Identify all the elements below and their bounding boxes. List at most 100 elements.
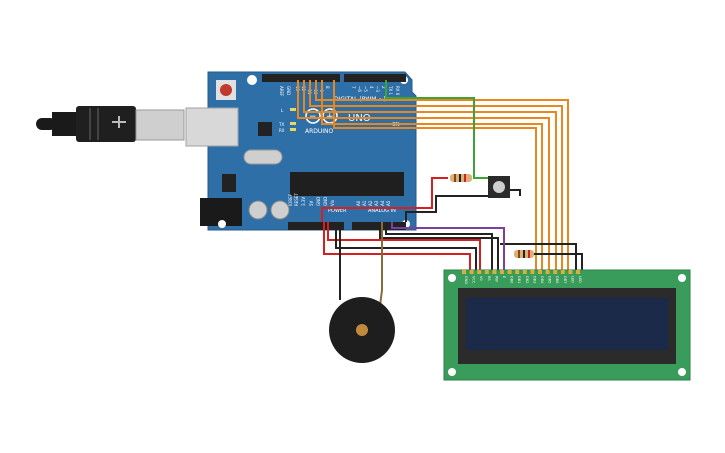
bottom-pin-label: Vin bbox=[330, 199, 335, 206]
lcd-pin bbox=[515, 270, 520, 274]
lcd-pin bbox=[553, 270, 558, 274]
lcd-pin bbox=[462, 270, 466, 274]
regulator bbox=[222, 174, 236, 192]
bottom-pin-label: IOREF bbox=[288, 193, 293, 206]
bottom-pin-label: RESET bbox=[294, 193, 299, 206]
bottom-pin-label: 3.3V bbox=[301, 197, 306, 206]
wire-black-led bbox=[520, 253, 583, 272]
power-header-label: POWER bbox=[328, 208, 347, 214]
usb-cable bbox=[36, 106, 185, 142]
wires bbox=[297, 80, 583, 323]
wire-orange-6 bbox=[333, 80, 537, 272]
lcd-pin-label: VCC bbox=[472, 276, 476, 284]
lcd-pin-label: E bbox=[502, 276, 506, 278]
lcd-screen bbox=[466, 298, 668, 350]
wire-red-lcd bbox=[323, 222, 471, 272]
lcd-pin bbox=[545, 270, 550, 274]
top-pin-label: 2 bbox=[381, 86, 386, 89]
wire-black-3 bbox=[379, 222, 499, 272]
wire-orange-1 bbox=[297, 80, 550, 272]
bottom-pin-label: A5 bbox=[386, 200, 391, 206]
bottom-header-power bbox=[288, 222, 344, 230]
lcd-pin bbox=[492, 270, 497, 274]
bottom-pin-label: A4 bbox=[380, 200, 385, 206]
top-pin-label: 7 bbox=[351, 86, 356, 89]
lcd-pin-label: V0 bbox=[479, 276, 483, 281]
lcd-pin bbox=[568, 270, 573, 274]
bottom-pin-label: A3 bbox=[374, 200, 379, 206]
top-header-right bbox=[344, 74, 406, 82]
capacitor-1 bbox=[248, 200, 268, 220]
wire-green bbox=[385, 80, 492, 179]
capacitor-2 bbox=[270, 200, 290, 220]
bottom-pin-label: GND bbox=[316, 197, 321, 206]
brand-label: ARDUINO bbox=[305, 128, 334, 135]
lcd-pin bbox=[522, 270, 527, 274]
atmega-chip bbox=[290, 172, 404, 196]
lcd-pin bbox=[576, 270, 580, 274]
lcd-pin-label: DB5 bbox=[548, 276, 552, 283]
top-pin-label: TX 1 bbox=[388, 85, 393, 95]
lcd-pin-label: DB0 bbox=[510, 276, 514, 283]
top-header-left bbox=[262, 74, 340, 82]
lcd-pin bbox=[500, 270, 504, 274]
bottom-pin-label: GND bbox=[323, 197, 328, 206]
wire-black-button bbox=[405, 195, 508, 222]
wire-red-resistor bbox=[321, 177, 448, 222]
lcd-pin-label: RW bbox=[494, 276, 498, 282]
bottom-pin-label: A2 bbox=[368, 200, 373, 206]
wire-orange-3 bbox=[309, 80, 563, 272]
lcd-pin bbox=[530, 270, 535, 274]
lcd-pin bbox=[484, 270, 489, 274]
wire-black-gnd-1 bbox=[335, 222, 477, 272]
top-pin-label: ~6 bbox=[357, 86, 362, 92]
led-label-tx: TX bbox=[278, 122, 284, 127]
push-button[interactable] bbox=[488, 176, 510, 198]
lcd-pin bbox=[560, 270, 565, 274]
top-pin-label: 8 bbox=[325, 86, 330, 89]
bottom-pin-label: 5V bbox=[309, 200, 314, 206]
top-pin-label: RX 0 bbox=[395, 86, 400, 96]
wire-orange-2 bbox=[303, 80, 557, 272]
wire-orange-5 bbox=[321, 80, 543, 272]
top-pin-label: 4 bbox=[369, 86, 374, 89]
usb-chip bbox=[258, 122, 272, 136]
analog-header-label: ANALOG IN bbox=[368, 208, 396, 214]
bottom-pin-label: A1 bbox=[362, 200, 367, 206]
lcd-pin-label: DB3 bbox=[532, 276, 536, 283]
lcd-pin-label: LED bbox=[578, 276, 582, 283]
lcd-pin-label: DB4 bbox=[540, 276, 544, 284]
top-pin-label: ~3 bbox=[375, 86, 380, 92]
led-label-l: L bbox=[281, 108, 284, 113]
wire-black-2 bbox=[510, 189, 521, 196]
wire-black-4 bbox=[385, 222, 493, 272]
lcd-pin-label: DB7 bbox=[563, 276, 567, 283]
usb-port bbox=[185, 107, 239, 147]
lcd-module[interactable] bbox=[443, 269, 691, 381]
wire-orange-4 bbox=[315, 80, 569, 272]
crystal bbox=[243, 149, 283, 165]
resistor-pullup[interactable] bbox=[450, 174, 472, 182]
lcd-pin-label: DB2 bbox=[525, 276, 529, 283]
lcd-pin bbox=[507, 270, 512, 274]
lcd-pin-label: LED bbox=[570, 276, 574, 283]
lcd-pin-label: DB1 bbox=[517, 276, 521, 283]
piezo-buzzer[interactable] bbox=[329, 297, 395, 363]
lcd-pin bbox=[477, 270, 482, 274]
lcd-pin bbox=[469, 270, 474, 274]
wire-purple bbox=[391, 222, 505, 272]
resistor-lcd[interactable] bbox=[514, 250, 534, 258]
wire-red-2 bbox=[327, 222, 481, 272]
lcd-pin-label: DB6 bbox=[555, 276, 559, 283]
wire-black-5 bbox=[500, 243, 577, 272]
lcd-pin-label: RS bbox=[487, 276, 491, 281]
lcd-pin bbox=[538, 270, 542, 274]
led-label-rx: RX bbox=[279, 128, 285, 133]
top-pin-label: ~5 bbox=[363, 86, 368, 92]
bottom-pin-label: A0 bbox=[356, 200, 361, 206]
lcd-pin-label: GND bbox=[464, 276, 468, 284]
top-pin-label: AREF bbox=[279, 86, 284, 97]
